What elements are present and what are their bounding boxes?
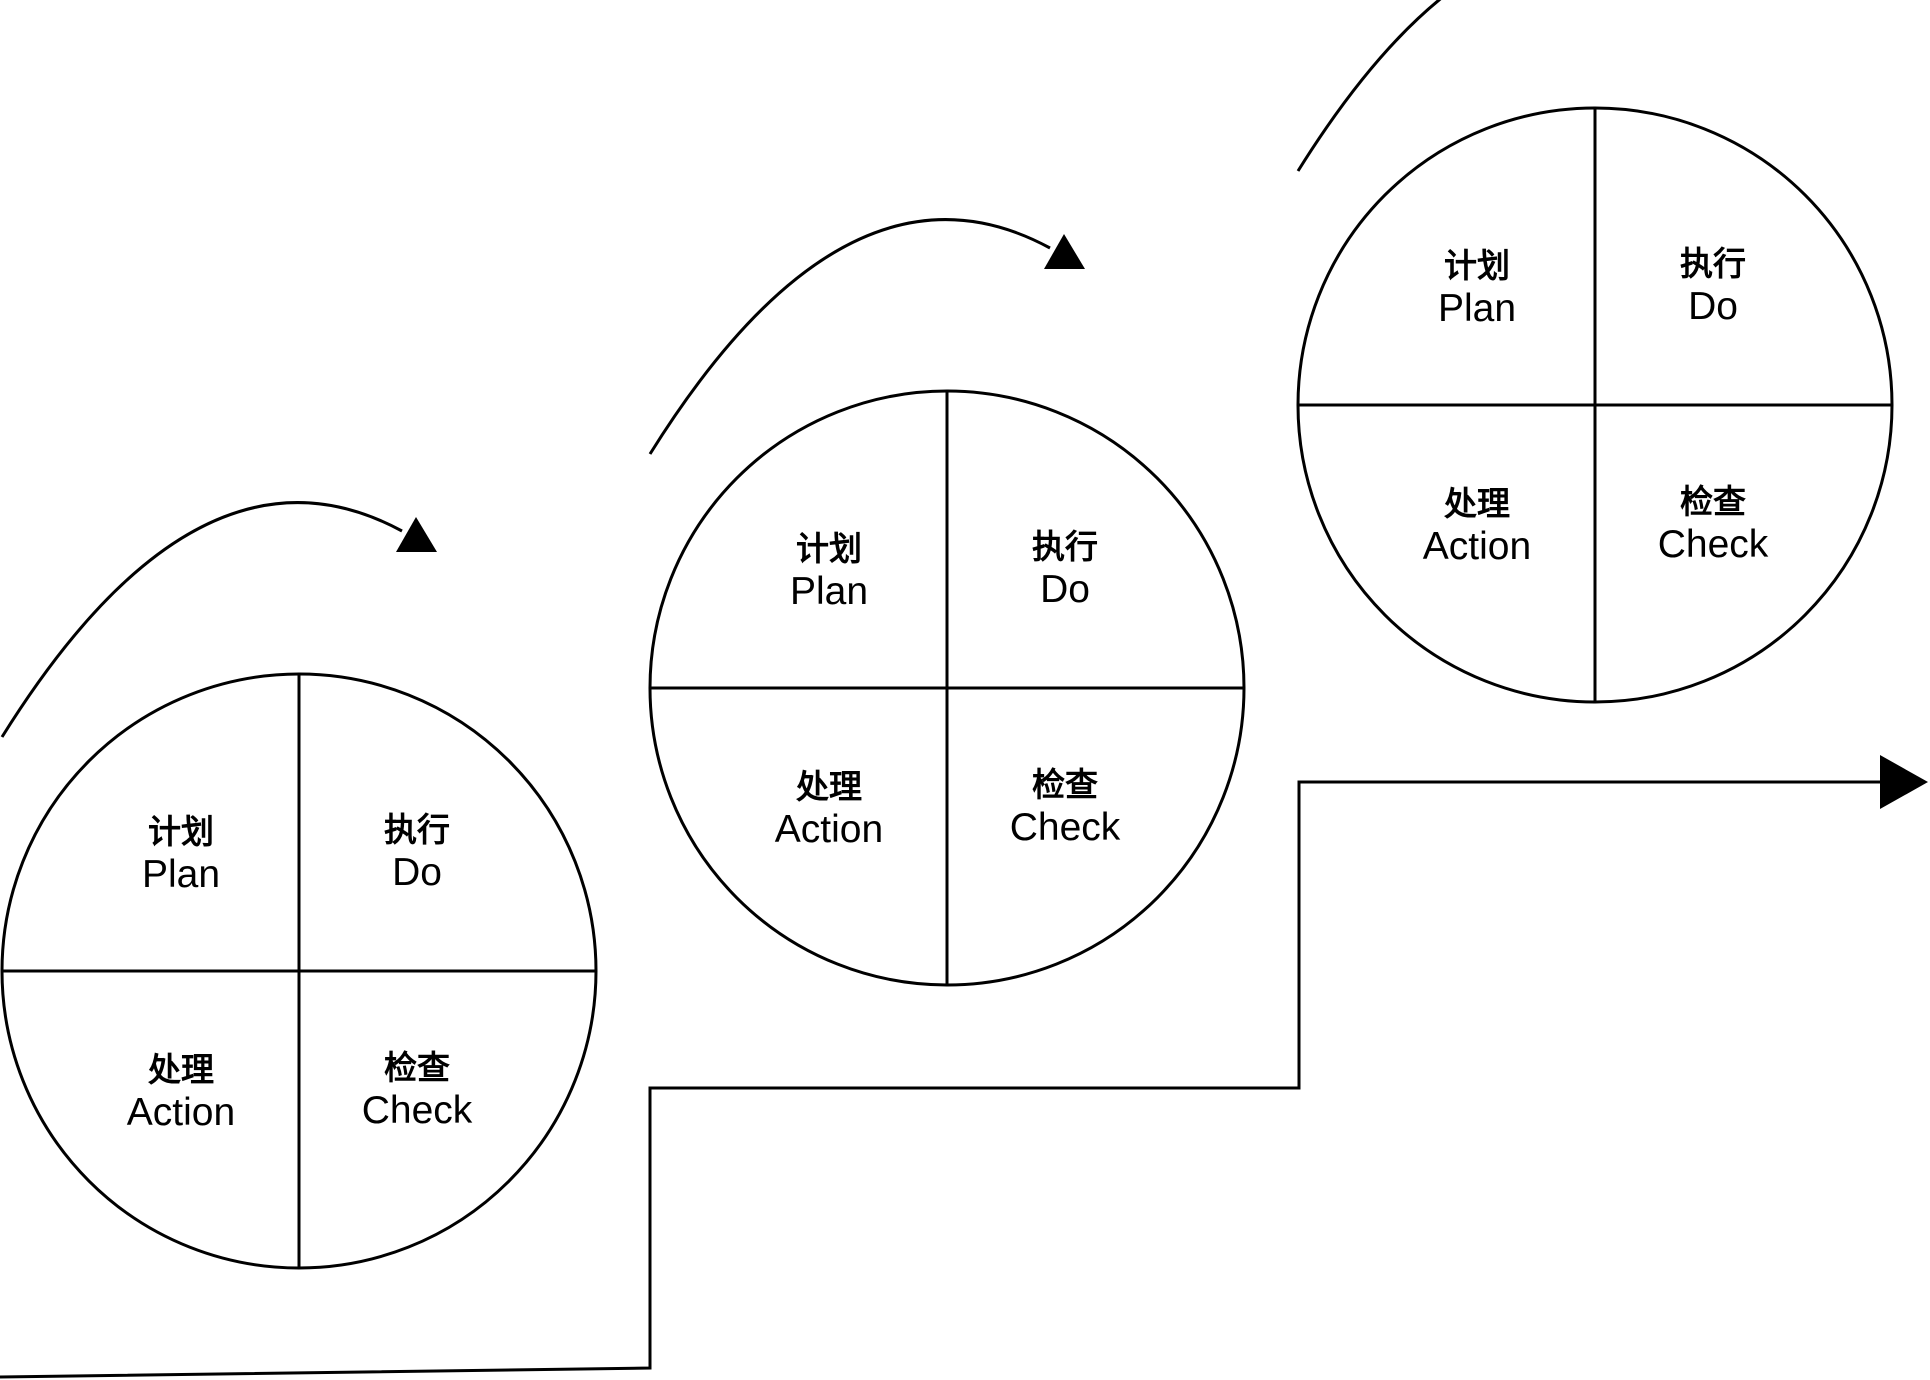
quadrant-plan-en: Plan bbox=[142, 853, 220, 896]
quadrant-action-zh: 处理 bbox=[1443, 484, 1510, 523]
quadrant-check-en: Check bbox=[362, 1089, 473, 1132]
quadrant-action-en: Action bbox=[1423, 525, 1531, 568]
rotation-arc bbox=[1296, 0, 1442, 172]
quadrant-action-en: Action bbox=[775, 808, 883, 851]
quadrant-action-zh: 处理 bbox=[795, 767, 862, 806]
quadrant-action-en: Action bbox=[127, 1091, 235, 1134]
quadrant-do-zh: 执行 bbox=[1680, 244, 1746, 283]
quadrant-do-zh: 执行 bbox=[384, 810, 450, 849]
staircase-line bbox=[0, 780, 1885, 1379]
quadrant-check-zh: 检查 bbox=[1680, 482, 1746, 521]
quadrant-plan-en: Plan bbox=[1438, 287, 1516, 330]
quadrant-check-en: Check bbox=[1010, 806, 1121, 849]
rotation-arrowhead-icon bbox=[396, 517, 437, 552]
quadrant-plan-zh: 计划 bbox=[148, 812, 214, 851]
quadrant-do-en: Do bbox=[1040, 568, 1090, 611]
rotation-arc bbox=[0, 501, 403, 738]
quadrant-do-en: Do bbox=[392, 851, 442, 894]
quadrant-plan-zh: 计划 bbox=[1444, 246, 1510, 285]
quadrant-action-zh: 处理 bbox=[147, 1050, 214, 1089]
quadrant-check-zh: 检查 bbox=[1032, 765, 1098, 804]
quadrant-check-zh: 检查 bbox=[384, 1048, 450, 1087]
quadrant-do-zh: 执行 bbox=[1032, 527, 1098, 566]
quadrant-plan-en: Plan bbox=[790, 570, 868, 613]
quadrant-plan-zh: 计划 bbox=[796, 529, 862, 568]
rotation-arrowhead-icon bbox=[1044, 234, 1085, 269]
quadrant-check-en: Check bbox=[1658, 523, 1769, 566]
staircase-arrowhead-icon bbox=[1880, 755, 1928, 809]
quadrant-do-en: Do bbox=[1688, 285, 1738, 328]
rotation-arc bbox=[648, 218, 1051, 455]
